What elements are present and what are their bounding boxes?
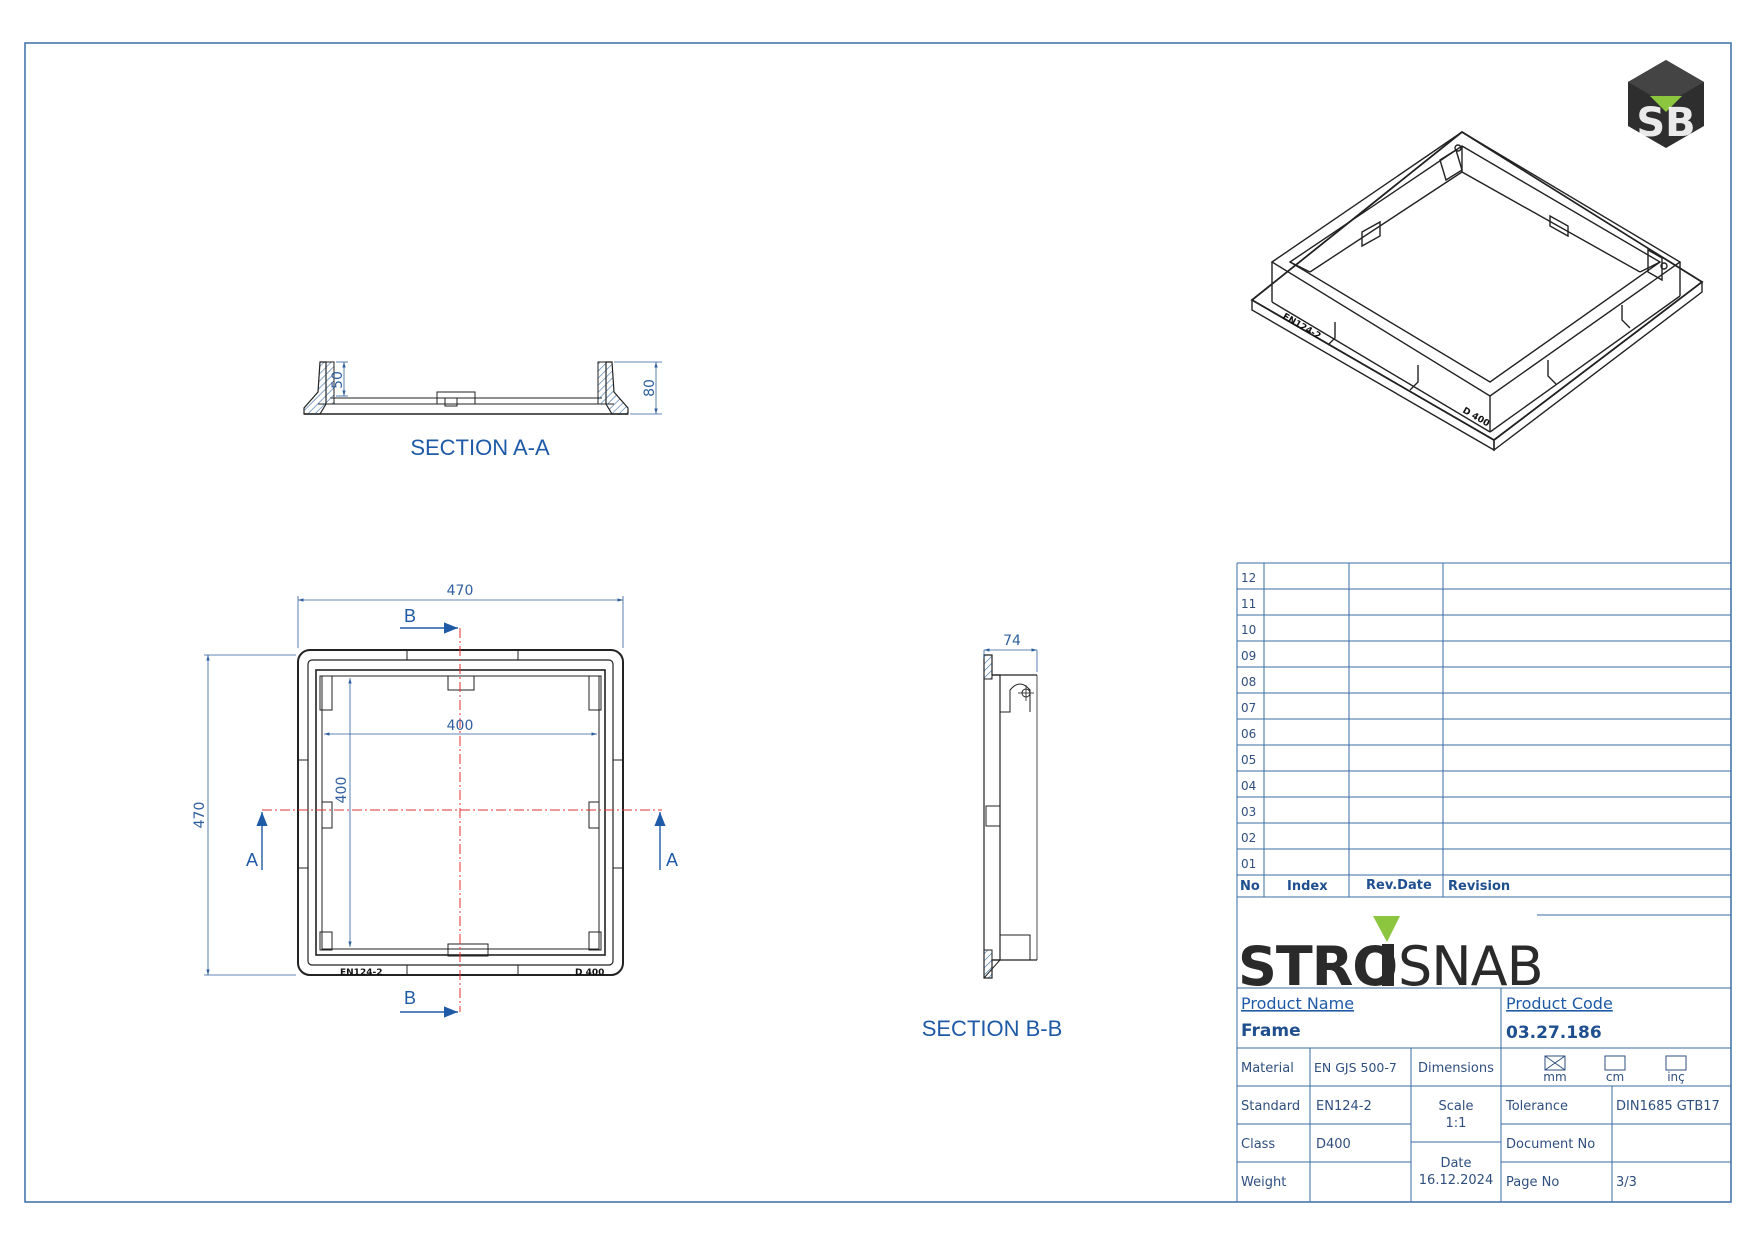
rev-header-no: No: [1240, 879, 1260, 894]
revision-row-number: 11: [1241, 597, 1256, 611]
standard-label: Standard: [1241, 1099, 1300, 1114]
sheet-border: [24, 42, 1732, 1203]
product-name-label: Product Name: [1241, 994, 1354, 1013]
rev-header-revdate: Rev.Date: [1366, 878, 1432, 893]
cut-label-a-right: A: [666, 850, 678, 870]
section-a-a-title: SECTION A-A: [410, 435, 550, 460]
tolerance-label: Tolerance: [1505, 1099, 1568, 1114]
isometric-view: EN124-2 D 400: [1250, 130, 1704, 452]
section-b-b-view: 74 SECTION B-B: [922, 633, 1063, 1041]
revision-row-number: 01: [1241, 857, 1256, 871]
page-no-value: 3/3: [1616, 1175, 1637, 1190]
title-block: STRO SNAB Product Name Frame Product Cod…: [1236, 897, 1732, 1202]
cut-label-b-bottom: B: [404, 988, 416, 1008]
tolerance-value: DIN1685 GTB17: [1616, 1099, 1720, 1114]
dimensions-label: Dimensions: [1418, 1061, 1494, 1076]
section-b-b-title: SECTION B-B: [922, 1016, 1063, 1041]
dim-plan-inner-width: 400: [447, 718, 474, 734]
unit-cm: cm: [1606, 1070, 1624, 1084]
product-code-label: Product Code: [1506, 994, 1613, 1013]
revision-row-number: 05: [1241, 753, 1256, 767]
date-value: 16.12.2024: [1419, 1173, 1493, 1188]
dim-plan-outer-width: 470: [447, 583, 474, 599]
cut-label-a-left: A: [246, 850, 258, 870]
product-name: Frame: [1241, 1021, 1301, 1041]
section-a-a-view: 50 80 SECTION A-A: [303, 361, 662, 460]
revision-row-number: 08: [1241, 675, 1256, 689]
class-label: Class: [1241, 1137, 1275, 1152]
sb-logo: SB: [1628, 60, 1704, 148]
standard-value: EN124-2: [1316, 1099, 1372, 1114]
revision-row-number: 02: [1241, 831, 1256, 845]
revision-table: 12 11 10 09 08 07 06 05 04 03 02 01 No Index Rev.Da…: [1236, 562, 1731, 898]
scale-value: 1:1: [1446, 1116, 1467, 1131]
page-no-label: Page No: [1506, 1175, 1559, 1190]
revision-row-number: 06: [1241, 727, 1256, 741]
revision-row-number: 04: [1241, 779, 1256, 793]
material-value: EN GJS 500-7: [1314, 1060, 1397, 1075]
revision-row-number: 10: [1241, 623, 1256, 637]
brand-right: SNAB: [1398, 935, 1543, 998]
revision-row-number: 09: [1241, 649, 1256, 663]
unit-mm: mm: [1543, 1070, 1566, 1084]
cut-label-b-top: B: [404, 606, 416, 626]
dim-plan-inner-height: 400: [334, 777, 350, 804]
product-code: 03.27.186: [1506, 1023, 1602, 1043]
rev-header-index: Index: [1287, 879, 1328, 894]
plan-view: EN124-2 D 400 B B A A 470 470 400 400: [192, 583, 678, 1018]
material-label: Material: [1241, 1061, 1294, 1076]
date-label: Date: [1440, 1156, 1471, 1171]
brand-left: STRO: [1238, 935, 1397, 998]
class-value: D400: [1316, 1137, 1351, 1152]
dim-section-a-80: 80: [642, 379, 658, 397]
unit-inc: inç: [1667, 1070, 1685, 1084]
revision-row-number: 12: [1241, 571, 1256, 585]
dim-section-b-74: 74: [1003, 633, 1021, 649]
sb-logo-text: SB: [1636, 100, 1695, 146]
revision-row-number: 03: [1241, 805, 1256, 819]
rev-header-revision: Revision: [1448, 879, 1510, 894]
iso-emboss-en124: EN124-2: [1281, 312, 1323, 342]
weight-label: Weight: [1241, 1175, 1286, 1190]
dim-section-a-50: 50: [330, 371, 346, 389]
document-no-label: Document No: [1506, 1137, 1595, 1152]
plan-emboss-en124: EN124-2: [340, 968, 382, 978]
scale-label: Scale: [1439, 1099, 1474, 1114]
revision-row-number: 07: [1241, 701, 1256, 715]
plan-emboss-d400: D 400: [575, 968, 604, 978]
dim-plan-outer-height: 470: [192, 802, 208, 829]
